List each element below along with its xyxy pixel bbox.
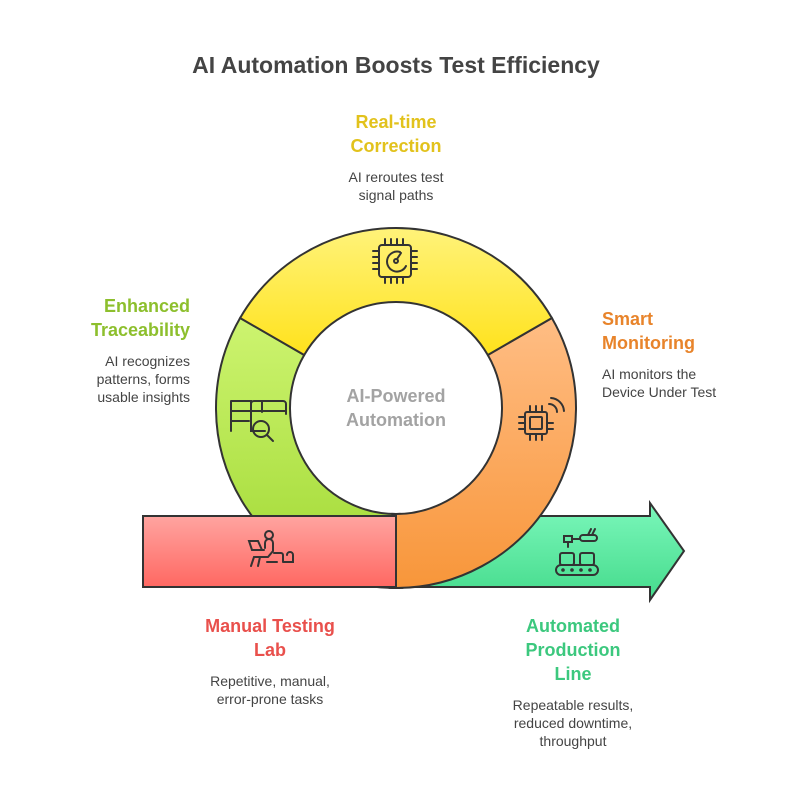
center-line-2: Automation <box>346 410 446 430</box>
monitoring-segment <box>388 316 577 589</box>
manual-title-2: Lab <box>253 640 286 660</box>
person-laptop-icon <box>247 530 294 567</box>
realtime-block: Real-time Correction AI reroutes test si… <box>296 110 496 204</box>
automated-desc: Repeatable results, <box>512 697 634 713</box>
manual-desc-2: error-prone tasks <box>216 691 324 707</box>
realtime-desc: AI reroutes test <box>348 169 444 185</box>
chip-gauge-icon <box>372 238 418 284</box>
robot-conveyor-icon <box>555 528 599 576</box>
realtime-segment <box>238 226 554 357</box>
center-label: AI-Powered Automation <box>296 384 496 432</box>
automated-desc-2: reduced downtime, <box>513 715 633 731</box>
monitoring-block: Smart Monitoring AI monitors the Device … <box>602 307 782 401</box>
monitoring-desc: AI monitors the <box>602 366 697 382</box>
traceability-desc-2: patterns, forms <box>96 371 190 387</box>
manual-block: Manual Testing Lab Repetitive, manual, e… <box>170 614 370 708</box>
page-title: AI Automation Boosts Test Efficiency <box>192 52 600 78</box>
automated-title-2: Production <box>525 640 621 660</box>
center-line-1: AI-Powered <box>346 386 446 406</box>
traceability-desc-3: usable insights <box>97 389 190 405</box>
monitoring-title: Smart <box>602 309 654 329</box>
traceability-block: Enhanced Traceability AI recognizes patt… <box>40 294 190 406</box>
manual-desc: Repetitive, manual, <box>210 673 330 689</box>
automated-title-3: Line <box>554 664 592 684</box>
realtime-title: Real-time <box>355 112 437 132</box>
automated-title: Automated <box>526 616 620 636</box>
chip-signal-icon <box>518 397 565 441</box>
traceability-title-2: Traceability <box>90 320 190 340</box>
automated-desc-3: throughput <box>539 733 607 749</box>
table-search-icon <box>230 400 287 442</box>
manual-title: Manual Testing <box>205 616 335 636</box>
monitoring-title-2: Monitoring <box>602 333 695 353</box>
monitoring-desc-2: Device Under Test <box>602 384 717 400</box>
traceability-title: Enhanced <box>103 296 190 316</box>
traceability-desc: AI recognizes <box>105 353 190 369</box>
automated-block: Automated Production Line Repeatable res… <box>473 614 673 750</box>
realtime-title-2: Correction <box>350 136 442 156</box>
realtime-desc-2: signal paths <box>358 187 434 203</box>
manual-lab-bar <box>142 515 397 588</box>
